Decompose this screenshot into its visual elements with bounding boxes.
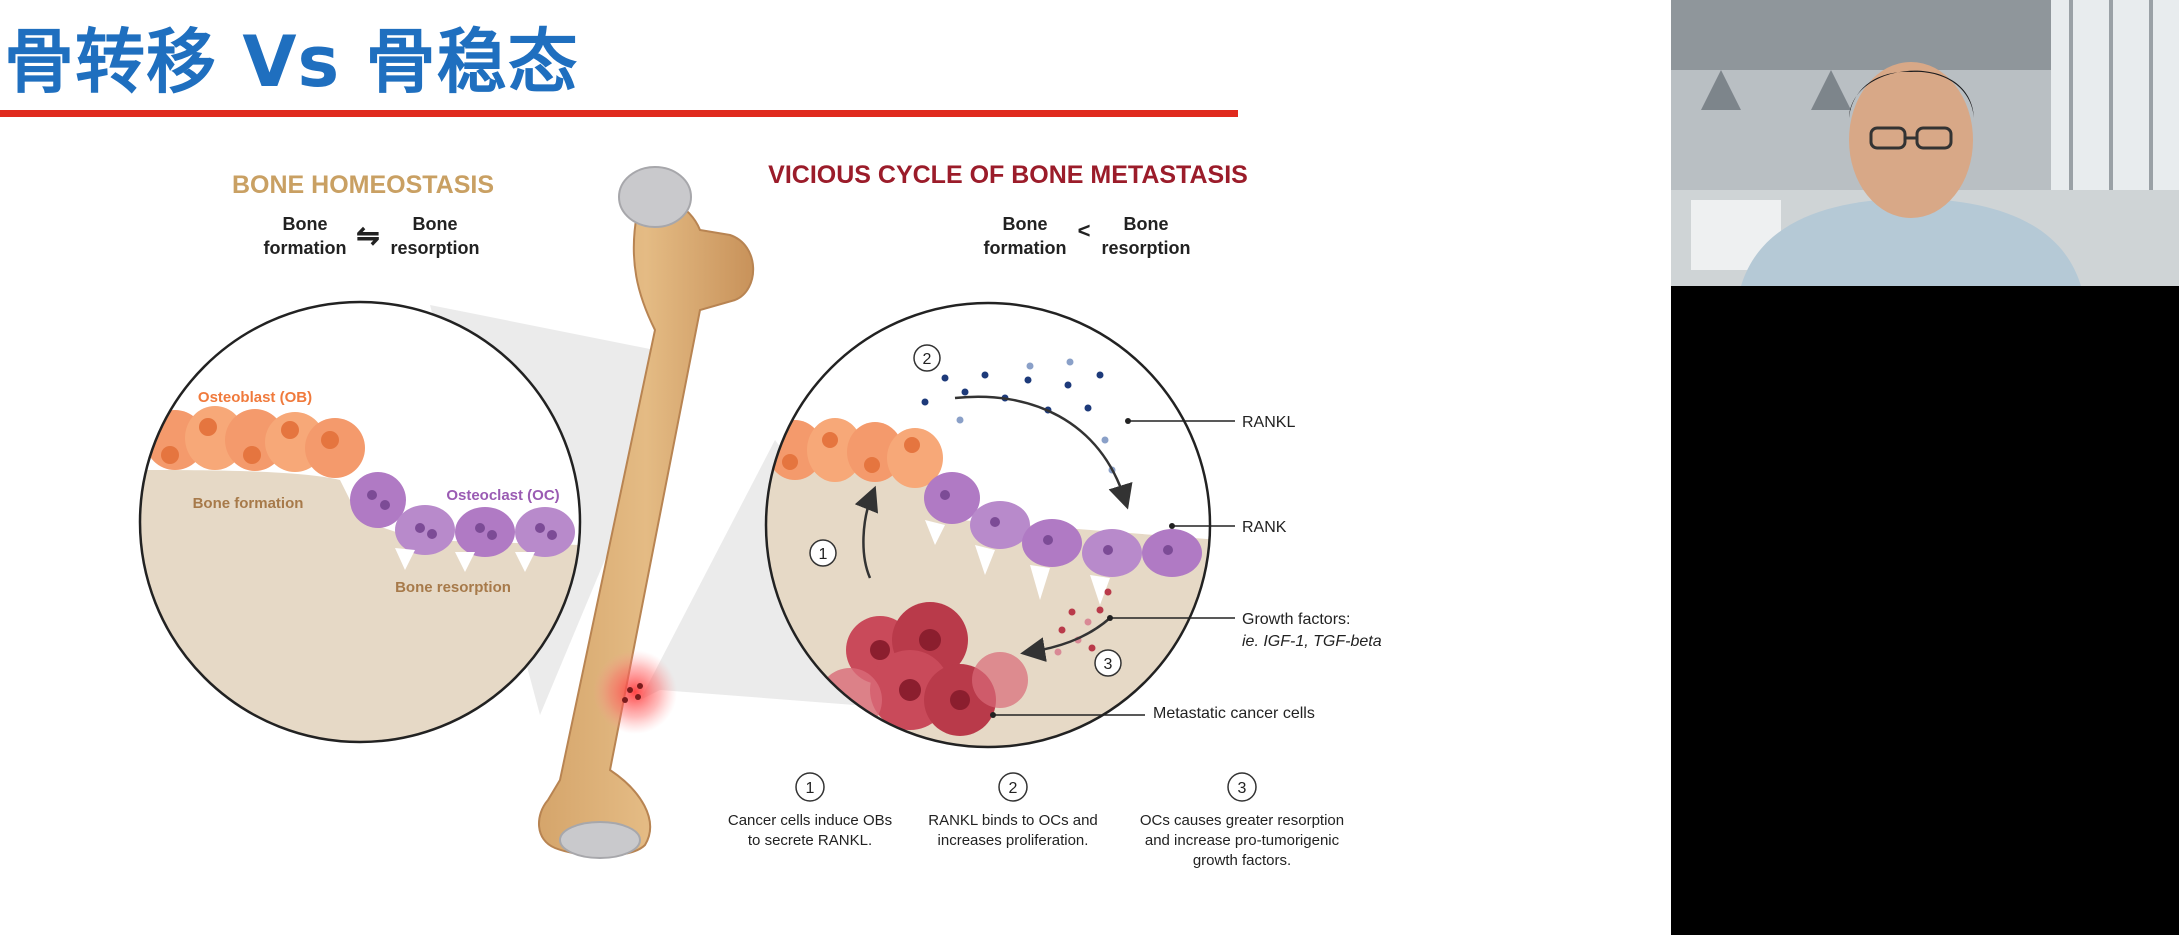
right-compare-resorption-2: resorption [1101,238,1190,258]
svg-text:1: 1 [806,780,815,797]
step-legend-1: 1 Cancer cells induce OBs to secrete RAN… [728,772,892,849]
presentation-slide: 骨转移 Vs 骨稳态 [0,0,1671,935]
svg-text:2: 2 [923,351,932,368]
right-compare-symbol: < [1078,218,1091,243]
osteoblast-cells [145,406,365,478]
right-heading: VICIOUS CYCLE OF BONE METASTASIS [768,161,1248,189]
right-compare-formation-2: formation [984,238,1067,258]
label-bone-resorption: Bone resorption [395,579,511,596]
callout-cancer: Metastatic cancer cells [990,705,1315,722]
svg-text:3: 3 [1238,780,1247,797]
step-legend-2: 2 RANKL binds to OCs and increases proli… [928,772,1098,849]
homeostasis-circle: Osteoblast (OB) Osteoclast (OC) Bone for… [138,300,582,744]
svg-text:OCs causes greater resorption: OCs causes greater resorption [1140,812,1344,829]
label-cancer: Metastatic cancer cells [1153,705,1315,722]
svg-text:RANKL binds to OCs and: RANKL binds to OCs and [928,812,1098,829]
slide-title: 骨转移 Vs 骨稳态 [4,21,579,103]
metastasis-circle: 1 2 3 [764,301,1212,749]
arrow-growth [1020,617,1111,662]
label-osteoclast: Osteoclast (OC) [446,487,559,504]
label-growth-2: ie. IGF-1, TGF-beta [1242,633,1382,650]
presenter-video [1671,0,2179,286]
label-osteoblast: Osteoblast (OB) [198,389,312,406]
svg-text:3: 3 [1104,656,1113,673]
title-underline [0,110,1238,117]
svg-text:increases proliferation.: increases proliferation. [938,832,1089,849]
osteoclast-cells [350,472,575,572]
presenter-head [1849,62,1973,218]
label-growth-1: Growth factors: [1242,611,1350,628]
osteoblast-cells-right [767,418,943,488]
callout-growth: Growth factors: ie. IGF-1, TGF-beta [1107,611,1382,650]
bone-diagram: BONE HOMEOSTASIS Bone formation ⇋ Bone r… [138,161,1382,869]
left-compare-resorption-1: Bone [413,214,458,234]
svg-text:1: 1 [819,546,828,563]
femur-bone [537,166,755,859]
presenter-video-frame [1671,0,2179,286]
svg-text:to secrete RANKL.: to secrete RANKL. [748,832,872,849]
left-heading: BONE HOMEOSTASIS [232,171,494,199]
left-compare-formation-2: formation [264,238,347,258]
badge-step-2: 2 [913,344,941,372]
left-compare-symbol: ⇋ [356,220,379,251]
label-bone-formation: Bone formation [193,495,304,512]
left-compare-resorption-2: resorption [390,238,479,258]
step-legend-3: 3 OCs causes greater resorption and incr… [1140,772,1344,869]
label-rank: RANK [1242,519,1287,536]
right-compare-formation-1: Bone [1003,214,1048,234]
arrow-cancer-to-ob [854,485,879,579]
video-empty-area [1671,286,2179,935]
svg-text:2: 2 [1009,780,1018,797]
callout-rank: RANK [1169,519,1287,536]
badge-step-1: 1 [809,539,837,567]
osteoclast-cells-right [924,472,1202,605]
svg-text:Cancer cells induce OBs: Cancer cells induce OBs [728,812,892,829]
callout-rankl: RANKL [1125,414,1295,431]
right-compare-resorption-1: Bone [1124,214,1169,234]
arrow-rankl [954,395,1133,510]
presenter-shoulders [1741,198,2081,286]
left-compare-formation-1: Bone [283,214,328,234]
svg-text:growth factors.: growth factors. [1193,852,1291,869]
label-rankl: RANKL [1242,414,1295,431]
svg-text:and increase pro-tumorigenic: and increase pro-tumorigenic [1145,832,1340,849]
badge-step-3: 3 [1094,649,1122,677]
